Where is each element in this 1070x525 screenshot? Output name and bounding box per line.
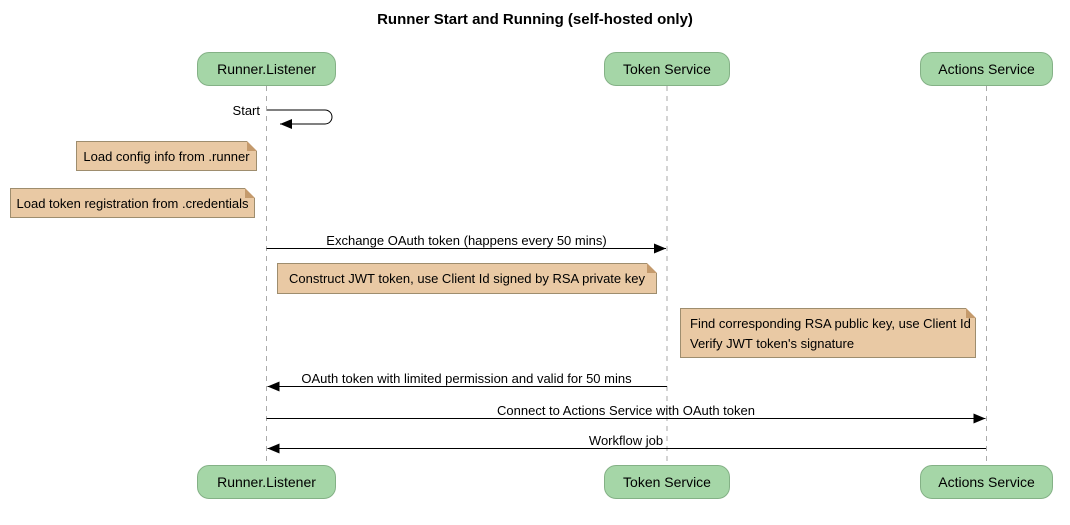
note-verify-jwt: Find corresponding RSA public key, use C… <box>680 308 976 358</box>
participant-runner-listener-bottom: Runner.Listener <box>197 465 336 499</box>
participant-actions-service-top: Actions Service <box>920 52 1053 86</box>
message-arrow-start-self <box>267 109 333 129</box>
participant-actions-service-bottom: Actions Service <box>920 465 1053 499</box>
message-label-workflow-job: Workflow job <box>588 433 664 448</box>
note-verify-jwt-line-1: Find corresponding RSA public key, use C… <box>690 316 971 331</box>
note-construct-jwt: Construct JWT token, use Client Id signe… <box>277 263 657 294</box>
note-load-config: Load config info from .runner <box>76 141 257 171</box>
diagram-title: Runner Start and Running (self-hosted on… <box>377 11 693 28</box>
message-label-connect-actions: Connect to Actions Service with OAuth to… <box>497 403 755 418</box>
participant-token-service-top: Token Service <box>604 52 730 86</box>
note-load-token-registration: Load token registration from .credential… <box>10 188 255 218</box>
participant-runner-listener-top: Runner.Listener <box>197 52 336 86</box>
participant-token-service-bottom: Token Service <box>604 465 730 499</box>
message-label-start: Start <box>232 103 260 118</box>
message-label-oauth-token-return: OAuth token with limited permission and … <box>301 371 632 386</box>
note-verify-jwt-line-2: Verify JWT token's signature <box>690 336 855 351</box>
message-label-exchange-oauth: Exchange OAuth token (happens every 50 m… <box>326 233 607 248</box>
